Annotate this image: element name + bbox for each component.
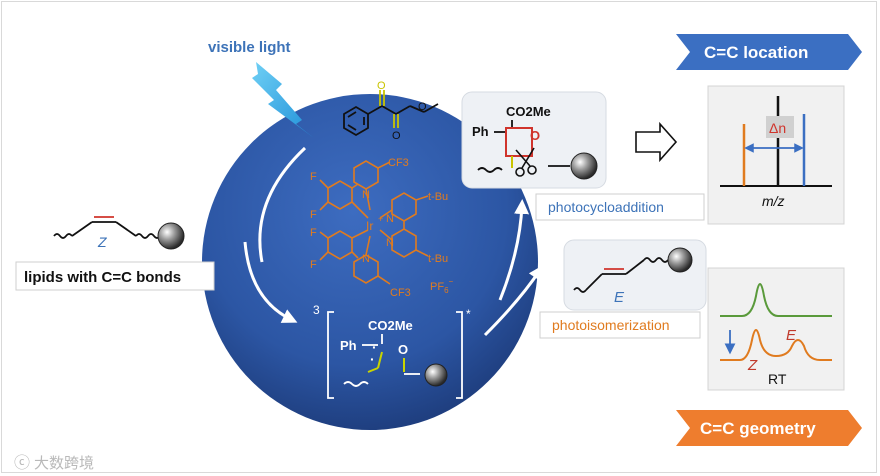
intermediate-lipid-ball <box>424 363 448 387</box>
lipid-z-label: Z <box>97 234 107 250</box>
cycle-arrow-2 <box>243 241 298 323</box>
radical-dot-1: · <box>370 351 375 367</box>
lipid-label: lipids with C=C bonds <box>24 269 181 286</box>
visible-light-label: visible light <box>208 39 291 56</box>
ir-label: Ir <box>366 219 373 233</box>
cycle-arrow-4 <box>498 199 530 301</box>
ms-panel <box>707 85 845 225</box>
geometry-banner <box>676 410 862 446</box>
cyclo-lipid-ball <box>570 152 598 180</box>
f4-label: F <box>310 259 317 271</box>
cycle-arrow-1 <box>258 146 307 263</box>
cyclo-bonds <box>477 120 570 173</box>
intermediate-ph: Ph <box>340 338 357 353</box>
iso-chain <box>573 257 669 293</box>
lipid-headgroup-ball <box>157 222 185 250</box>
ir-catalyst-structure <box>319 160 429 285</box>
mz-axis-label: m/z <box>762 193 785 209</box>
n1-label: N <box>362 189 370 201</box>
radical-dot-2: · <box>372 339 377 355</box>
lipid-chain <box>53 221 161 239</box>
geometry-banner-text: C=C geometry <box>700 419 816 438</box>
location-banner-text: C=C location <box>704 43 808 62</box>
carbonyl-bonds <box>379 90 399 128</box>
cyclo-co2me: CO2Me <box>506 104 551 119</box>
lipid-label-box <box>15 261 215 291</box>
cyclo-label: photocycloaddition <box>548 199 664 215</box>
intermediate-ring-bonds <box>367 351 405 373</box>
cf3-top-label: CF3 <box>388 157 409 169</box>
intermediate-co2me: CO2Me <box>368 318 413 333</box>
ir-charge-label: + <box>378 214 383 224</box>
ester-o-label: O <box>392 130 401 142</box>
cyclo-product-card <box>461 91 607 189</box>
watermark-text: 大数跨境 <box>34 454 94 472</box>
rt-z-label: Z <box>747 357 758 374</box>
glyoxylate-molecule <box>343 103 439 137</box>
delta-label-bg <box>766 116 794 138</box>
cyclo-ph: Ph <box>472 124 489 139</box>
cyclo-label-box <box>535 193 705 221</box>
rt-axis-label: RT <box>768 371 787 387</box>
triplet-superscript: 3 <box>313 303 320 317</box>
rt-trace-green <box>720 283 832 317</box>
n3-label: N <box>386 237 394 249</box>
iso-e-label: E <box>614 289 625 306</box>
f1-label: F <box>310 171 317 183</box>
cycle-arrow-3 <box>483 265 544 337</box>
tbu-top-label: t-Bu <box>428 191 448 203</box>
tbu-bottom-label: t-Bu <box>428 253 448 265</box>
intermediate-bonds <box>343 334 420 387</box>
scissors-icon <box>515 147 537 177</box>
lightning-bolt-icon <box>252 62 314 138</box>
iso-label: photoisomerization <box>552 317 670 333</box>
iso-lipid-ball <box>667 247 693 273</box>
reaction-circle <box>202 94 538 430</box>
counterion-sub: 6 <box>444 286 449 295</box>
catalyst-labels: F F F F CF3 CF3 t-Bu t-Bu N N N N Ir + P… <box>310 157 454 299</box>
cf3-bottom-label: CF3 <box>390 287 411 299</box>
excited-star: * <box>466 307 471 321</box>
intermediate-o: O <box>398 342 408 357</box>
oxetane-ring <box>505 127 533 157</box>
location-banner <box>676 34 862 70</box>
delta-n-label: Δn <box>769 120 786 136</box>
watermark-icon: ⓒ <box>14 454 30 472</box>
ester-o2-label: O <box>418 101 427 113</box>
n2-label: N <box>386 213 394 225</box>
rt-e-label: E <box>786 327 797 344</box>
rt-panel <box>707 267 845 391</box>
cyclo-o: O <box>530 128 540 143</box>
f2-label: F <box>310 209 317 221</box>
n4-label: N <box>362 253 370 265</box>
counterion-label: PF6− <box>430 277 454 295</box>
f3-label: F <box>310 227 317 239</box>
hollow-arrow-icon <box>635 121 678 163</box>
iso-label-box <box>539 311 701 339</box>
counterion-sup: − <box>449 277 454 286</box>
carbonyl-o-label: O <box>377 80 386 92</box>
counterion-main: PF <box>430 281 444 293</box>
rt-trace-orange <box>720 329 832 361</box>
intermediate-bracket <box>327 311 463 399</box>
